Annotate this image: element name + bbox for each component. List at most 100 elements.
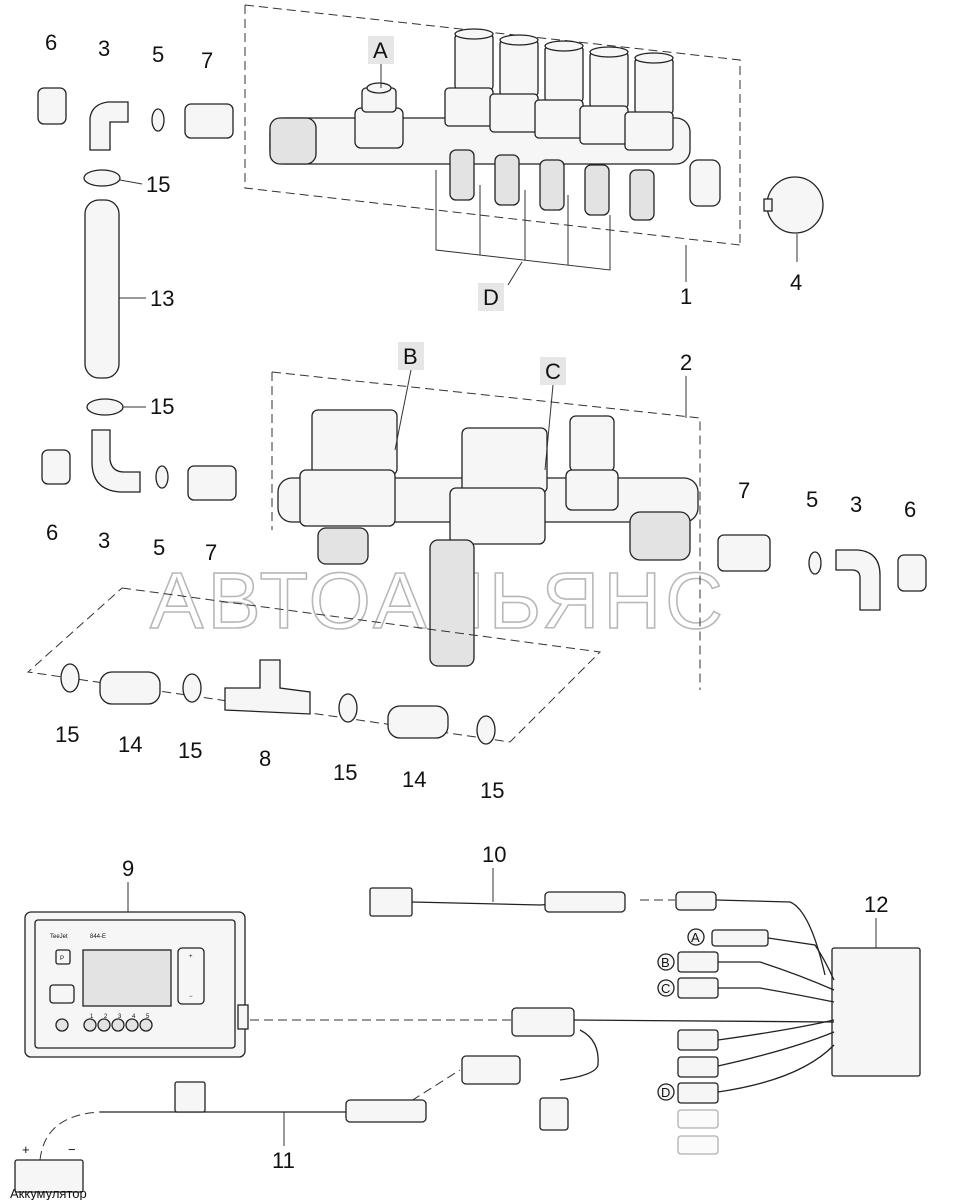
label-C: C — [545, 359, 561, 384]
section-5-number: 5 — [146, 1014, 150, 1020]
wiring-label-A: A — [691, 930, 700, 945]
motor-valve-3 — [534, 40, 584, 211]
battery-minus: − — [68, 1142, 76, 1157]
part-number-3-mid: 3 — [98, 528, 110, 553]
label-B: B — [403, 344, 418, 369]
o-ring-5-top — [151, 108, 165, 132]
part-number-15-d: 15 — [178, 738, 202, 763]
end-cap-4 — [763, 176, 824, 262]
part-number-6-right: 6 — [904, 497, 916, 522]
motor-valve-2 — [489, 34, 539, 206]
adapter-7-right — [717, 534, 771, 572]
adapter-7-mid — [187, 465, 237, 501]
label-D-box: D — [478, 283, 504, 311]
label-A-box: A — [368, 36, 394, 88]
label-B-box: B — [394, 342, 424, 451]
battery-label: Аккумулятор — [10, 1186, 87, 1200]
section-4-number: 4 — [132, 1014, 136, 1020]
motor-valve-4 — [579, 46, 629, 216]
part-number-1: 1 — [680, 284, 692, 309]
part-number-15-c: 15 — [55, 722, 79, 747]
junction-box-12 — [831, 947, 921, 1077]
part-number-5-mid: 5 — [153, 535, 165, 560]
union-nut-6-mid — [41, 449, 71, 485]
assembly-2-boundary — [271, 371, 701, 690]
adapter-7-top — [184, 103, 234, 139]
wiring-label-B: B — [661, 955, 670, 970]
wiring-label-C: C — [661, 981, 670, 996]
part-number-15-b: 15 — [150, 394, 174, 419]
main-harness — [511, 1007, 835, 1131]
part-number-15-a: 15 — [146, 172, 170, 197]
label-D: D — [483, 285, 499, 310]
part-number-3-top: 3 — [98, 36, 110, 61]
connector-C — [677, 977, 835, 1003]
section-valve-manifold — [269, 28, 721, 221]
wiring-label-D: D — [661, 1085, 670, 1100]
part-number-7-mid: 7 — [205, 540, 217, 565]
hose-14-right — [387, 705, 449, 739]
tee-8 — [224, 659, 311, 715]
connector-B — [677, 951, 835, 991]
union-nut-6-top — [37, 87, 67, 125]
part-number-13: 13 — [150, 286, 174, 311]
part-number-14-right: 14 — [402, 767, 426, 792]
connector-extra-2 — [677, 1031, 835, 1078]
label-C-box: C — [540, 357, 566, 471]
regulating-valve-manifold — [277, 409, 699, 667]
clamp-15-c — [60, 663, 80, 693]
motor-valve-1 — [444, 28, 494, 201]
motor-valve-5 — [624, 52, 674, 221]
assembly-hose-boundary — [26, 587, 602, 743]
union-nut-6-right — [897, 554, 927, 592]
hose-13 — [84, 199, 120, 379]
part-number-10: 10 — [482, 842, 506, 867]
part-number-12: 12 — [864, 892, 888, 917]
controller-9: TeeJet 844-E P + − 1 2 3 4 5 — [24, 911, 249, 1058]
valve-D-leader — [435, 170, 611, 286]
assembly-1-boundary — [244, 4, 741, 246]
part-number-11: 11 — [272, 1148, 295, 1173]
plus-key: + — [189, 954, 193, 960]
sensor-cable-10 — [369, 887, 826, 976]
connector-A — [711, 929, 835, 981]
clamp-15-f — [476, 715, 496, 745]
section-3-number: 3 — [118, 1014, 122, 1020]
power-cable-11 — [100, 1055, 521, 1123]
elbow-3-top — [89, 101, 129, 151]
part-number-7-right: 7 — [738, 478, 750, 503]
part-number-15-f: 15 — [480, 778, 504, 803]
battery: + − Аккумулятор — [10, 1111, 101, 1200]
clamp-15-b — [86, 398, 124, 416]
part-number-6-top: 6 — [45, 30, 57, 55]
connector-extra-1 — [677, 1019, 835, 1051]
clamp-15-a — [83, 169, 121, 187]
connector-faded — [677, 1109, 719, 1155]
part-number-6-mid: 6 — [46, 520, 58, 545]
part-number-9: 9 — [122, 856, 134, 881]
part-number-2: 2 — [680, 350, 692, 375]
o-ring-5-right — [808, 551, 822, 575]
part-number-7-top: 7 — [201, 48, 213, 73]
p-key: P — [60, 956, 64, 962]
connector-D — [677, 1044, 835, 1104]
part-number-14-left: 14 — [118, 732, 142, 757]
clamp-15-d — [182, 673, 202, 703]
elbow-3-mid — [91, 429, 141, 493]
o-ring-5-mid — [155, 465, 169, 489]
minus-key: − — [189, 994, 193, 1000]
part-number-3-right: 3 — [850, 492, 862, 517]
section-1-number: 1 — [90, 1014, 94, 1020]
label-A: A — [373, 38, 388, 63]
section-2-number: 2 — [104, 1014, 108, 1020]
elbow-3-right — [835, 549, 881, 611]
battery-plus: + — [22, 1142, 30, 1157]
controller-brand: TeeJet — [50, 934, 68, 940]
hose-14-left — [99, 671, 161, 705]
controller-model: 844-E — [90, 934, 106, 940]
part-number-5-right: 5 — [806, 487, 818, 512]
part-number-15-e: 15 — [333, 760, 357, 785]
clamp-15-e — [338, 693, 358, 723]
part-number-8: 8 — [259, 746, 271, 771]
